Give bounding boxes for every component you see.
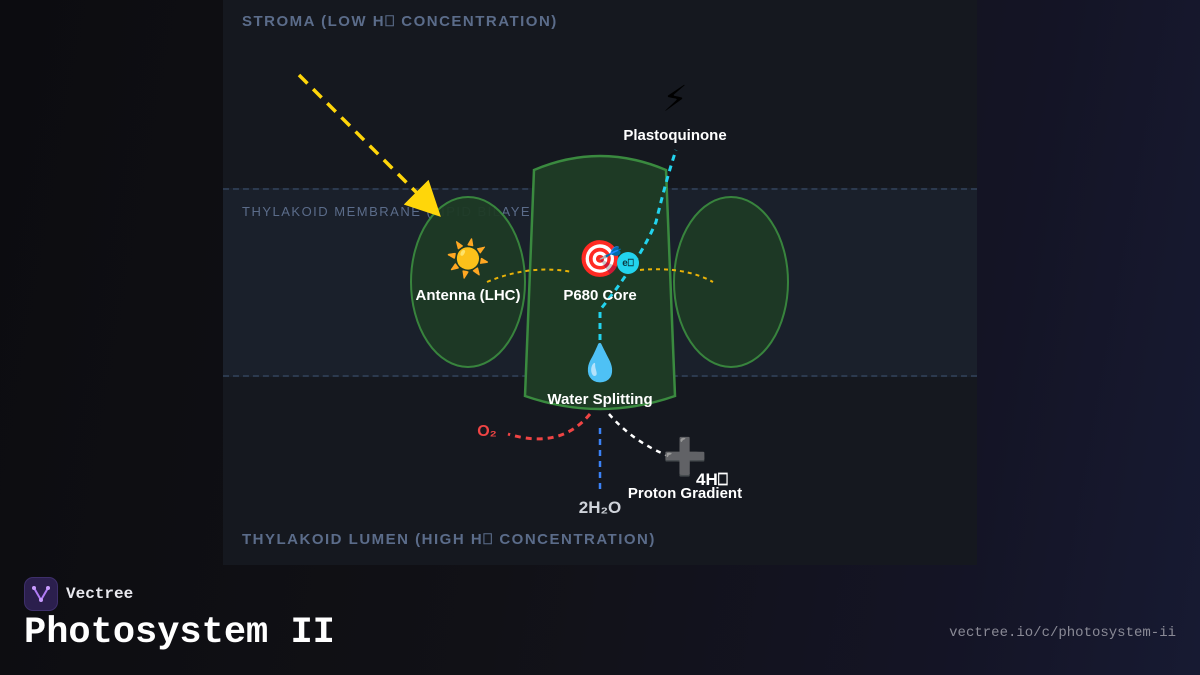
protons-label: 4H⎕ xyxy=(696,470,728,489)
core-protein xyxy=(523,154,677,411)
lightning-icon: ⚡ xyxy=(662,79,688,120)
water-label: 2H₂O xyxy=(578,498,622,517)
page-title: Photosystem II xyxy=(24,612,335,654)
oxygen-label: O₂ xyxy=(477,423,497,440)
brand[interactable]: Vectree xyxy=(24,577,133,611)
energy-transfer-right xyxy=(639,268,714,283)
oxygen-path xyxy=(507,413,592,441)
antenna-label: Antenna (LHC) xyxy=(415,287,521,304)
page-url[interactable]: vectree.io/c/photosystem-ii xyxy=(949,625,1176,641)
lumen-label: THYLAKOID LUMEN (HIGH H⎕ CONCENTRATION) xyxy=(242,531,656,548)
light-arrow xyxy=(297,73,441,217)
proton-gradient-label: Proton Gradient xyxy=(627,485,743,502)
target-icon: 🎯 xyxy=(577,239,623,280)
energy-transfer-left xyxy=(486,268,573,283)
droplet-icon: 💧 xyxy=(577,343,623,384)
p680-label: P680 Core xyxy=(563,287,637,304)
stroma-label: STROMA (LOW H⎕ CONCENTRATION) xyxy=(242,13,558,30)
sun-icon: ☀️ xyxy=(445,239,491,280)
antenna-complex-left xyxy=(410,196,526,368)
plus-icon: ➕ xyxy=(662,437,708,478)
water-splitting-label: Water Splitting xyxy=(547,391,653,408)
antenna-complex-right xyxy=(673,196,789,368)
vectree-logo-icon xyxy=(24,577,58,611)
brand-name: Vectree xyxy=(66,585,134,603)
electron-badge: e⎕ xyxy=(617,252,639,274)
plastoquinone-label: Plastoquinone xyxy=(623,127,727,144)
